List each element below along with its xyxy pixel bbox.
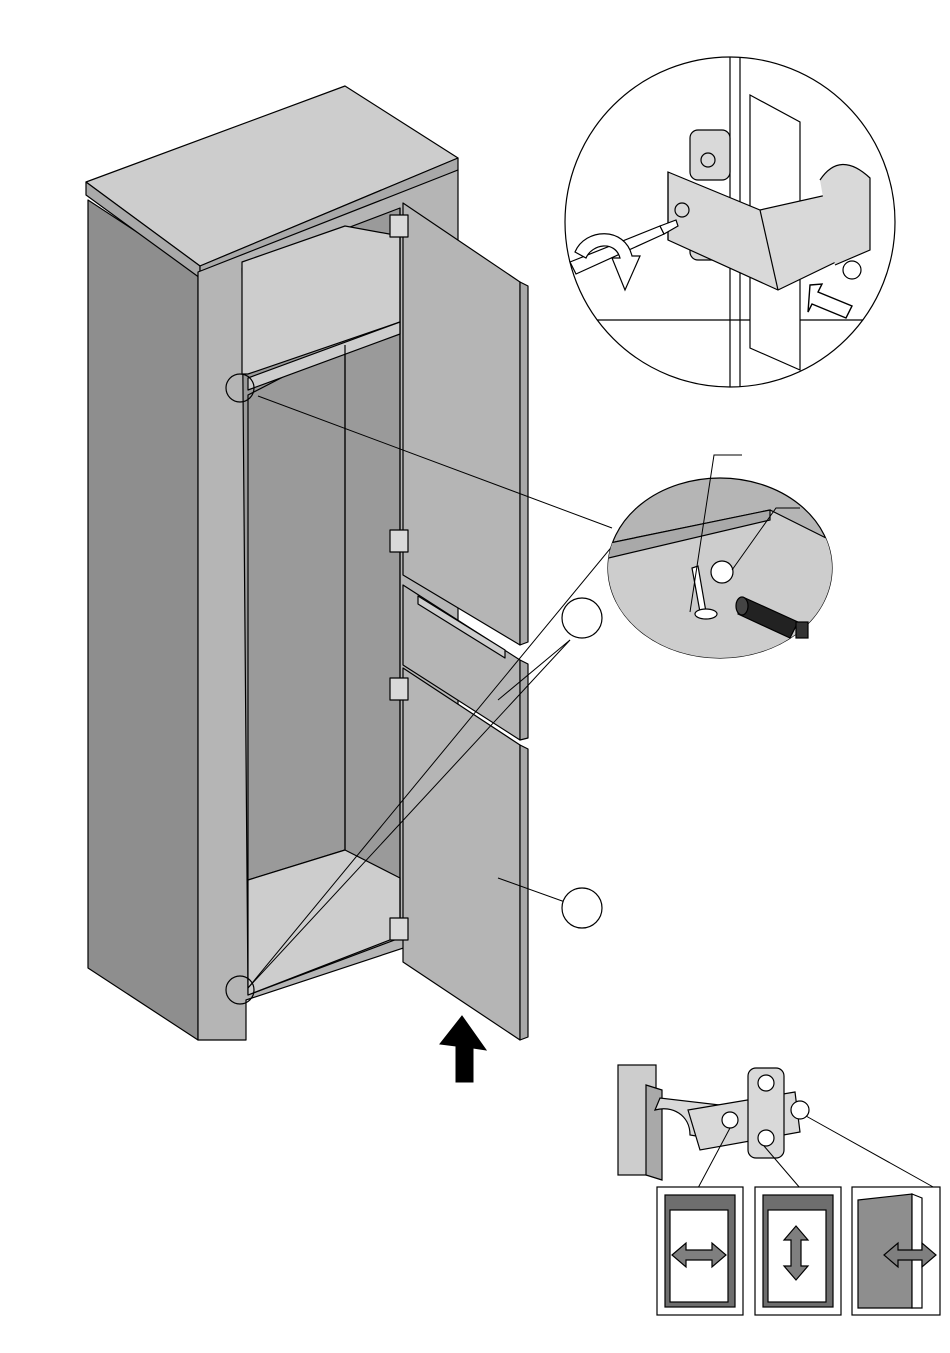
- cabinet-hinge-3: [390, 678, 408, 700]
- lower-door-edge: [520, 745, 528, 1040]
- drawer-front-edge: [520, 660, 528, 740]
- hinge-closeup-icon: [565, 55, 900, 390]
- horizontal-adjust: [657, 1187, 743, 1315]
- vertical-adjust: [755, 1187, 841, 1315]
- up-arrow-icon: [440, 1016, 486, 1082]
- cabinet-hinge-2: [390, 530, 408, 552]
- cabinet-hinge-4: [390, 918, 408, 940]
- cabinet-hinge-1: [390, 215, 408, 237]
- cabinet-drawing: [86, 86, 528, 1040]
- hinge-adjustment-icon: [618, 1065, 935, 1188]
- callout-circle-lower: [562, 888, 602, 928]
- damper-hole: [711, 561, 733, 583]
- callout-circle-upper: [562, 598, 602, 638]
- depth-adjust: [852, 1187, 940, 1315]
- upper-door-edge: [520, 282, 528, 645]
- damper-closeup-icon: [600, 455, 850, 700]
- cabinet-left-side: [88, 200, 198, 1040]
- upper-door: [403, 203, 520, 645]
- cabinet-back-panel: [248, 345, 345, 880]
